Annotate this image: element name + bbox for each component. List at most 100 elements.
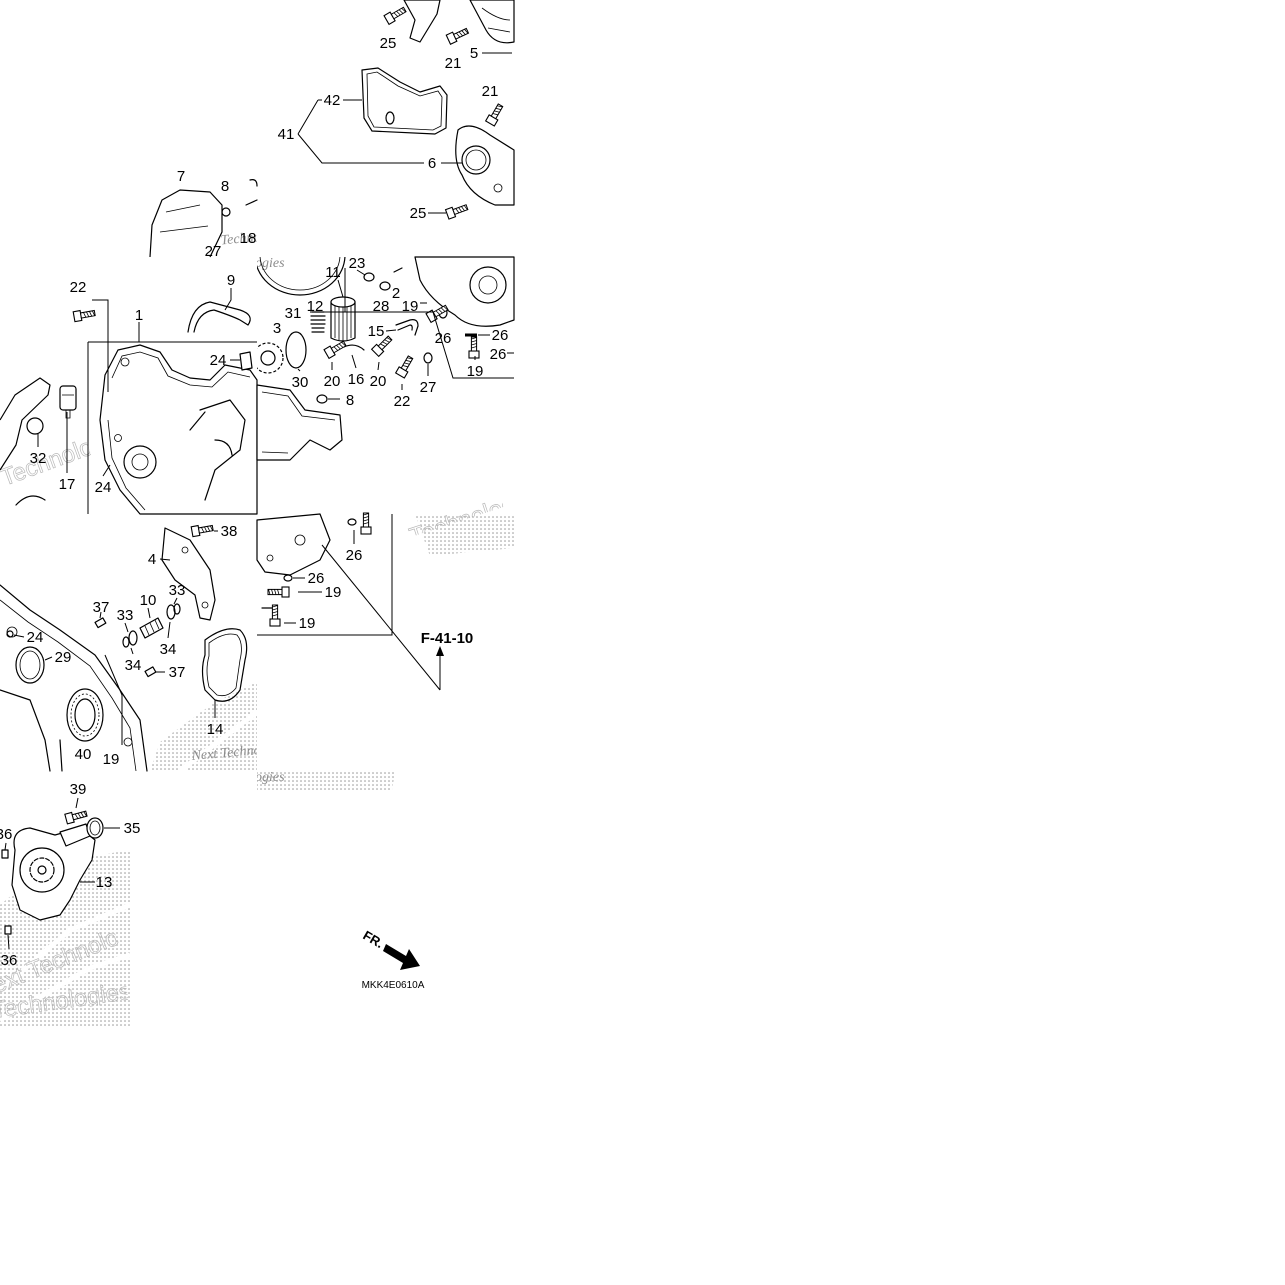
callout-number: 8 bbox=[346, 392, 354, 409]
callout-number: 15 bbox=[368, 323, 385, 340]
callout-number: 37 bbox=[169, 664, 186, 681]
callout-number: 12 bbox=[307, 298, 324, 315]
part-17-sensor-detail bbox=[62, 394, 74, 419]
cover-detail bbox=[0, 689, 63, 772]
part-15-pipe bbox=[395, 319, 419, 336]
part-24-plug bbox=[239, 351, 253, 371]
callout-number: 24 bbox=[210, 352, 227, 369]
callout-number: 25 bbox=[410, 205, 427, 222]
callout-number: 28 bbox=[373, 298, 390, 315]
part-32-o-ring bbox=[26, 417, 44, 435]
watermark-text: Next Technologies bbox=[181, 256, 285, 271]
callout-number: 26 bbox=[308, 570, 325, 587]
cover-inner-edge bbox=[0, 599, 137, 772]
stipple-area bbox=[415, 514, 514, 556]
callout-number: 25 bbox=[380, 35, 397, 52]
part-42-plate bbox=[361, 67, 448, 135]
part-33-o-ring bbox=[128, 630, 138, 646]
callout-number: 38 bbox=[221, 523, 238, 540]
part-10-pipe-ribs bbox=[144, 619, 160, 636]
part-4-plate bbox=[161, 527, 216, 621]
water-pump-cover-group bbox=[0, 522, 248, 772]
part-1-boss bbox=[123, 445, 157, 479]
callout-number: 31 bbox=[285, 305, 302, 322]
part-1-flange bbox=[107, 351, 251, 511]
part-6-window-inner bbox=[465, 149, 487, 171]
upper-right-cover-boss-inner bbox=[478, 275, 498, 295]
callout-number: 19 bbox=[467, 363, 484, 380]
part-36-dowel bbox=[4, 925, 12, 935]
part-4-hole bbox=[181, 546, 189, 554]
stipple-gap bbox=[0, 710, 259, 1023]
callout-number: 3 bbox=[273, 320, 281, 337]
diagonal-leader bbox=[321, 544, 441, 691]
callout-number: 40 bbox=[75, 746, 92, 763]
part-28-washer bbox=[379, 281, 391, 291]
cover-bolt-boss bbox=[123, 737, 133, 747]
side-bracket bbox=[0, 377, 51, 471]
callout-number: 16 bbox=[348, 371, 365, 388]
washer bbox=[347, 518, 357, 526]
part-34-o-ring bbox=[173, 603, 181, 615]
part-17-sensor bbox=[59, 385, 77, 411]
callout-number: 20 bbox=[370, 373, 387, 390]
callout-number: 19 bbox=[325, 584, 342, 601]
part-13-shaft bbox=[37, 865, 47, 875]
part-40-bearing bbox=[66, 688, 104, 742]
callout-number: 32 bbox=[30, 450, 47, 467]
upper-right-cover bbox=[414, 256, 515, 327]
callout-number: 20 bbox=[324, 373, 341, 390]
part-14-gasket-inner bbox=[206, 633, 242, 697]
part-40-bearing-race bbox=[70, 693, 100, 737]
callout-number: 22 bbox=[70, 279, 87, 296]
callout-number: 2 bbox=[392, 285, 400, 302]
callout-number: 33 bbox=[169, 582, 186, 599]
callout-number: 34 bbox=[125, 657, 142, 674]
adjacent-part bbox=[245, 179, 258, 206]
callout-number: 18 bbox=[240, 230, 257, 247]
callout-number: 19 bbox=[299, 615, 316, 632]
reference-arrowhead bbox=[436, 646, 444, 656]
callout-number: 21 bbox=[482, 83, 499, 100]
callout-number: 22 bbox=[394, 393, 411, 410]
frame-line bbox=[257, 514, 393, 636]
stipple-area bbox=[150, 682, 257, 771]
callout-number: 19 bbox=[402, 298, 419, 315]
reference-group bbox=[256, 512, 444, 691]
diagram-code: MKK4E0610A bbox=[362, 980, 425, 991]
callout-number: 39 bbox=[70, 781, 87, 798]
cover-fragment bbox=[256, 513, 331, 576]
part-35-o-ring bbox=[86, 817, 104, 839]
part-1-cover bbox=[99, 344, 258, 515]
part-34-o-ring bbox=[122, 636, 130, 648]
part-3-gear-hub bbox=[260, 350, 276, 366]
part-2-pin bbox=[393, 267, 403, 273]
callout-number: 36 bbox=[0, 826, 12, 843]
callout-number: 42 bbox=[324, 92, 341, 109]
washer bbox=[423, 352, 433, 364]
callout-number: 27 bbox=[420, 379, 437, 396]
callout-number: 24 bbox=[27, 629, 44, 646]
part-5-detail bbox=[481, 7, 511, 33]
part-10-pipe bbox=[139, 617, 164, 639]
part-1-bolt-hole bbox=[120, 357, 130, 367]
reference-label: F-41-10 bbox=[421, 630, 474, 647]
part-14-gasket bbox=[201, 628, 248, 702]
callout-number: 27 bbox=[205, 243, 222, 260]
part-1-boss-inner bbox=[131, 453, 149, 471]
part-42-inner-edge bbox=[366, 71, 443, 131]
callout-number: 17 bbox=[59, 476, 76, 493]
part-7-group bbox=[149, 179, 258, 258]
callout-number: 9 bbox=[227, 272, 235, 289]
callout-number: 26 bbox=[492, 327, 509, 344]
part-1-detail bbox=[189, 399, 246, 501]
callout-number: 19 bbox=[103, 751, 120, 768]
part-37-dowel bbox=[144, 666, 157, 678]
part-6-window bbox=[461, 145, 491, 175]
part-13-impeller bbox=[29, 857, 55, 883]
part-42-hole bbox=[385, 111, 395, 125]
upper-cover-group bbox=[361, 0, 515, 220]
part-6-bolt-hole bbox=[493, 183, 503, 193]
bracket-part bbox=[403, 0, 441, 43]
